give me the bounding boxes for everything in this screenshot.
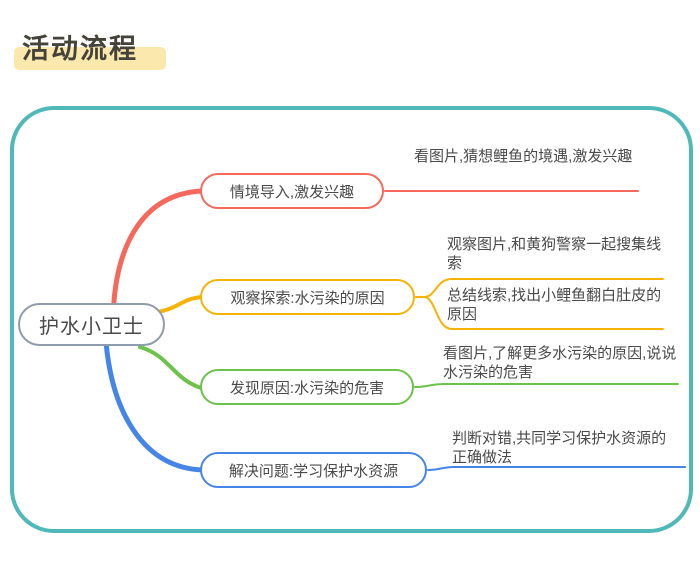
line-branch-3-leaf [414, 383, 679, 388]
branch-node-2: 观察探索:水污染的原因 [200, 279, 415, 315]
root-node-label: 护水小卫士 [39, 316, 144, 338]
branch-node-4-label: 解决问题:学习保护水资源 [228, 462, 399, 480]
branch-node-3: 发现原因:水污染的危害 [200, 369, 414, 405]
branch-node-2-label: 观察探索:水污染的原因 [230, 289, 385, 307]
branch-node-4: 解决问题:学习保护水资源 [200, 452, 427, 488]
page-title: 活动流程 [22, 34, 138, 64]
curve-root-to-branch-1 [110, 188, 205, 333]
branch-node-3-label: 发现原因:水污染的危害 [229, 379, 385, 397]
curve-root-to-branch-3 [138, 345, 203, 390]
branch-node-1-label: 情境导入,激发兴趣 [229, 183, 355, 201]
line-branch-2-leaf-2 [415, 296, 664, 330]
curve-root-to-branch-4 [103, 339, 206, 473]
line-branch-4-leaf [427, 466, 686, 471]
leaf-note-3: 看图片,了解更多水污染的原因,说说水污染的危害 [443, 345, 677, 381]
leaf-note-1: 看图片,猜想鲤鱼的境遇,激发兴趣 [414, 148, 633, 165]
root-node: 护水小卫士 [18, 303, 165, 346]
leaf-note-2a: 观察图片,和黄狗警察一起搜集线索 [447, 236, 662, 272]
branch-node-1: 情境导入,激发兴趣 [200, 173, 384, 209]
leaf-note-2b: 总结线索,找出小鲤鱼翻白肚皮的原因 [447, 287, 662, 323]
leaf-note-4: 判断对错,共同学习保护水资源的正确做法 [452, 430, 667, 466]
title-highlight-bar [14, 47, 166, 70]
